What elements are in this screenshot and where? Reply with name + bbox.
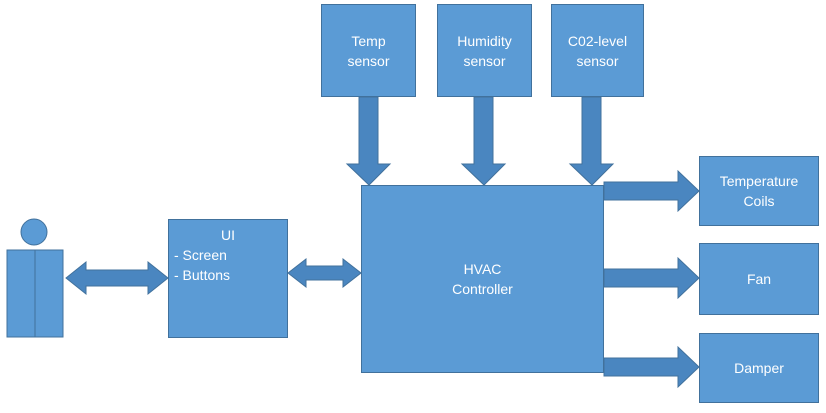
- damper-label: Damper: [734, 360, 784, 376]
- ui-item-screen: - Screen: [174, 247, 227, 263]
- hvac-controller-label-1: HVAC: [463, 261, 502, 277]
- co2-sensor-label-2: sensor: [576, 52, 619, 69]
- ui-hvac-arrow: [287, 257, 362, 289]
- temperature-coils-label-2: Coils: [743, 193, 775, 209]
- temp-sensor-label-1: Temp: [351, 32, 386, 49]
- humidity-sensor-label-1: Humidity: [457, 32, 512, 49]
- fan-box: Fan: [699, 243, 819, 315]
- temp-sensor-box: Temp sensor: [321, 4, 416, 97]
- ui-item-buttons: - Buttons: [174, 267, 231, 283]
- fan-label: Fan: [746, 271, 772, 287]
- damper-arrow: [603, 345, 700, 389]
- humidity-sensor-box: Humidity sensor: [437, 4, 532, 97]
- co2-sensor-box: C02-level sensor: [551, 4, 644, 97]
- co2-sensor-label-1: C02-level: [567, 32, 628, 49]
- ui-box: UI - Screen - Buttons: [168, 219, 288, 338]
- temp-sensor-arrow: [345, 96, 392, 186]
- coils-arrow: [603, 169, 700, 213]
- temp-sensor-label-2: sensor: [347, 52, 390, 69]
- hvac-controller-label-2: Controller: [452, 281, 513, 297]
- fan-arrow: [603, 256, 700, 300]
- ui-title: UI: [221, 227, 235, 243]
- co2-sensor-arrow: [568, 96, 615, 186]
- user-ui-arrow: [65, 260, 169, 296]
- user-icon: [6, 218, 64, 338]
- hvac-controller-box: HVAC Controller: [361, 185, 604, 373]
- humidity-sensor-label-2: sensor: [463, 52, 506, 69]
- temperature-coils-label-1: Temperature: [719, 173, 799, 189]
- humidity-sensor-arrow: [460, 96, 507, 186]
- temperature-coils-box: Temperature Coils: [699, 156, 819, 226]
- damper-box: Damper: [699, 333, 819, 403]
